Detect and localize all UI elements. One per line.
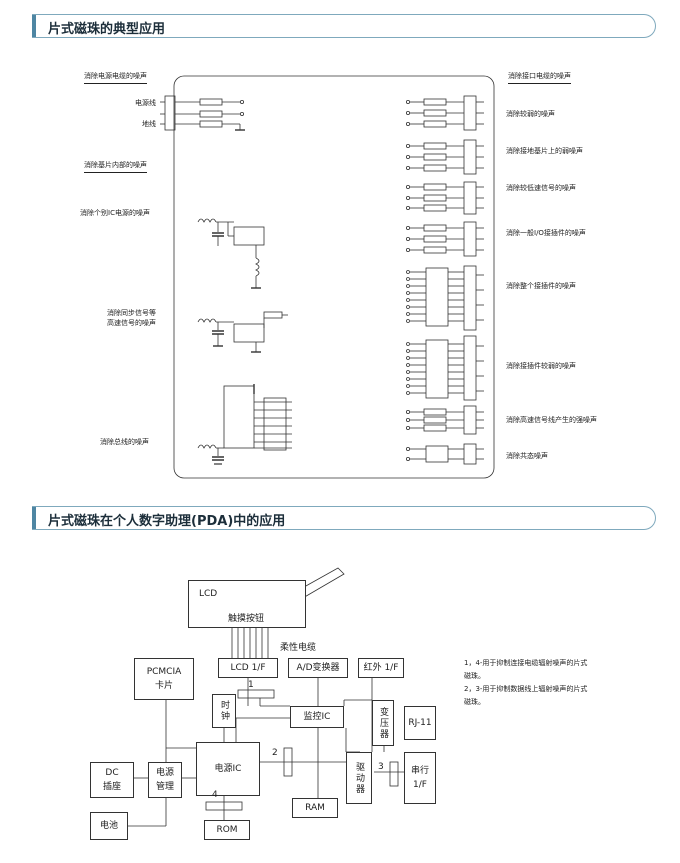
- driver-block: 驱动器: [346, 752, 372, 804]
- section-title: 片式磁珠的典型应用: [48, 22, 166, 37]
- transformer-label: 变压器: [378, 706, 388, 740]
- label-ground-plane-noise: 消除接地基片上的弱噪声: [506, 147, 583, 155]
- lcd-label: LCD: [199, 589, 218, 599]
- label-weak-noise: 消除较弱的噪声: [506, 110, 555, 118]
- monitor-ic-block: 监控IC: [290, 706, 344, 728]
- power-mgmt-line-1: 电源: [155, 768, 174, 778]
- dc-line-1: DC: [105, 768, 119, 778]
- serial-line-2: 1/F: [413, 780, 427, 790]
- lcd-interface-block: LCD 1/F: [218, 658, 278, 678]
- rom-block: ROM: [204, 820, 250, 840]
- serial-line-1: 串行: [410, 766, 429, 776]
- label-connector-noise: 消除整个接插件的噪声: [506, 282, 576, 290]
- label-ground-line: 地线: [142, 120, 156, 128]
- flex-cable-label: 柔性电缆: [280, 643, 317, 653]
- note-1-line-1: 1，4-用于抑制连接电缆辐射噪声的片式: [464, 659, 588, 667]
- power-mgmt-line-2: 管理: [155, 782, 174, 792]
- note-2-line-1: 2，3-用于抑制数据线上辐射噪声的片式: [464, 685, 588, 693]
- pcmcia-card-block: PCMCIA 卡片: [134, 658, 194, 700]
- section-header-typical-applications: 片式磁珠的典型应用: [32, 14, 656, 38]
- label-board-internal-noise: 消除基片内部的噪声: [84, 160, 147, 173]
- transformer-block: 变压器: [372, 700, 394, 746]
- label-low-speed-noise: 消除较低速信号的噪声: [506, 184, 576, 192]
- header-accent-bar: [32, 15, 36, 37]
- bead-number-1: 1: [248, 680, 254, 690]
- ram-block: RAM: [292, 798, 338, 818]
- ad-converter-block: A/D变换器: [288, 658, 348, 678]
- power-ic-block: 电源IC: [196, 742, 260, 796]
- lcd-panel: LCD: [188, 580, 306, 628]
- bead-number-4: 4: [212, 790, 218, 800]
- serial-interface-block: 串行 1/F: [404, 752, 436, 804]
- label-highspeed-noise: 消除高速信号线产生的强噪声: [506, 416, 597, 424]
- power-management-block: 电源 管理: [148, 762, 182, 798]
- label-power-line: 电源线: [135, 99, 156, 107]
- bead-number-2: 2: [272, 748, 278, 758]
- driver-label: 驱动器: [354, 761, 364, 795]
- note-1-line-2: 磁珠。: [464, 672, 485, 680]
- pcmcia-line-1: PCMCIA: [146, 667, 182, 677]
- clock-label: 时钟: [219, 700, 229, 722]
- label-common-mode-noise: 消除共态噪声: [506, 452, 548, 460]
- rj11-block: RJ-11: [404, 706, 436, 740]
- bead-number-3: 3: [378, 762, 384, 772]
- battery-block: 电池: [90, 812, 128, 840]
- touch-button-label: 触摸按钮: [228, 614, 265, 624]
- label-sync-noise-1: 消除同步信号等: [107, 309, 156, 317]
- section-title: 片式磁珠在个人数字助理(PDA)中的应用: [48, 514, 286, 529]
- label-bus-noise: 消除总线的噪声: [100, 438, 149, 446]
- label-io-noise: 消除一般I/O接插件的噪声: [506, 229, 586, 237]
- label-sync-noise-2: 高速信号的噪声: [107, 319, 156, 327]
- clock-block: 时钟: [212, 694, 236, 728]
- label-power-cable-noise: 消除电源电缆的噪声: [84, 71, 147, 84]
- header-accent-bar: [32, 507, 36, 529]
- dc-jack-block: DC 插座: [90, 762, 134, 798]
- label-interface-cable-noise: 消除接口电缆的噪声: [508, 71, 571, 84]
- typical-application-diagram: [160, 75, 495, 479]
- dc-line-2: 插座: [102, 782, 121, 792]
- label-ic-power-noise: 消除个别IC电源的噪声: [80, 209, 150, 217]
- pcmcia-line-2: 卡片: [154, 681, 173, 691]
- note-2-line-2: 磁珠。: [464, 698, 485, 706]
- label-radiation-noise: 消除接插件较弱的噪声: [506, 362, 576, 370]
- section-header-pda-application: 片式磁珠在个人数字助理(PDA)中的应用: [32, 506, 656, 530]
- ir-interface-block: 红外 1/F: [358, 658, 404, 678]
